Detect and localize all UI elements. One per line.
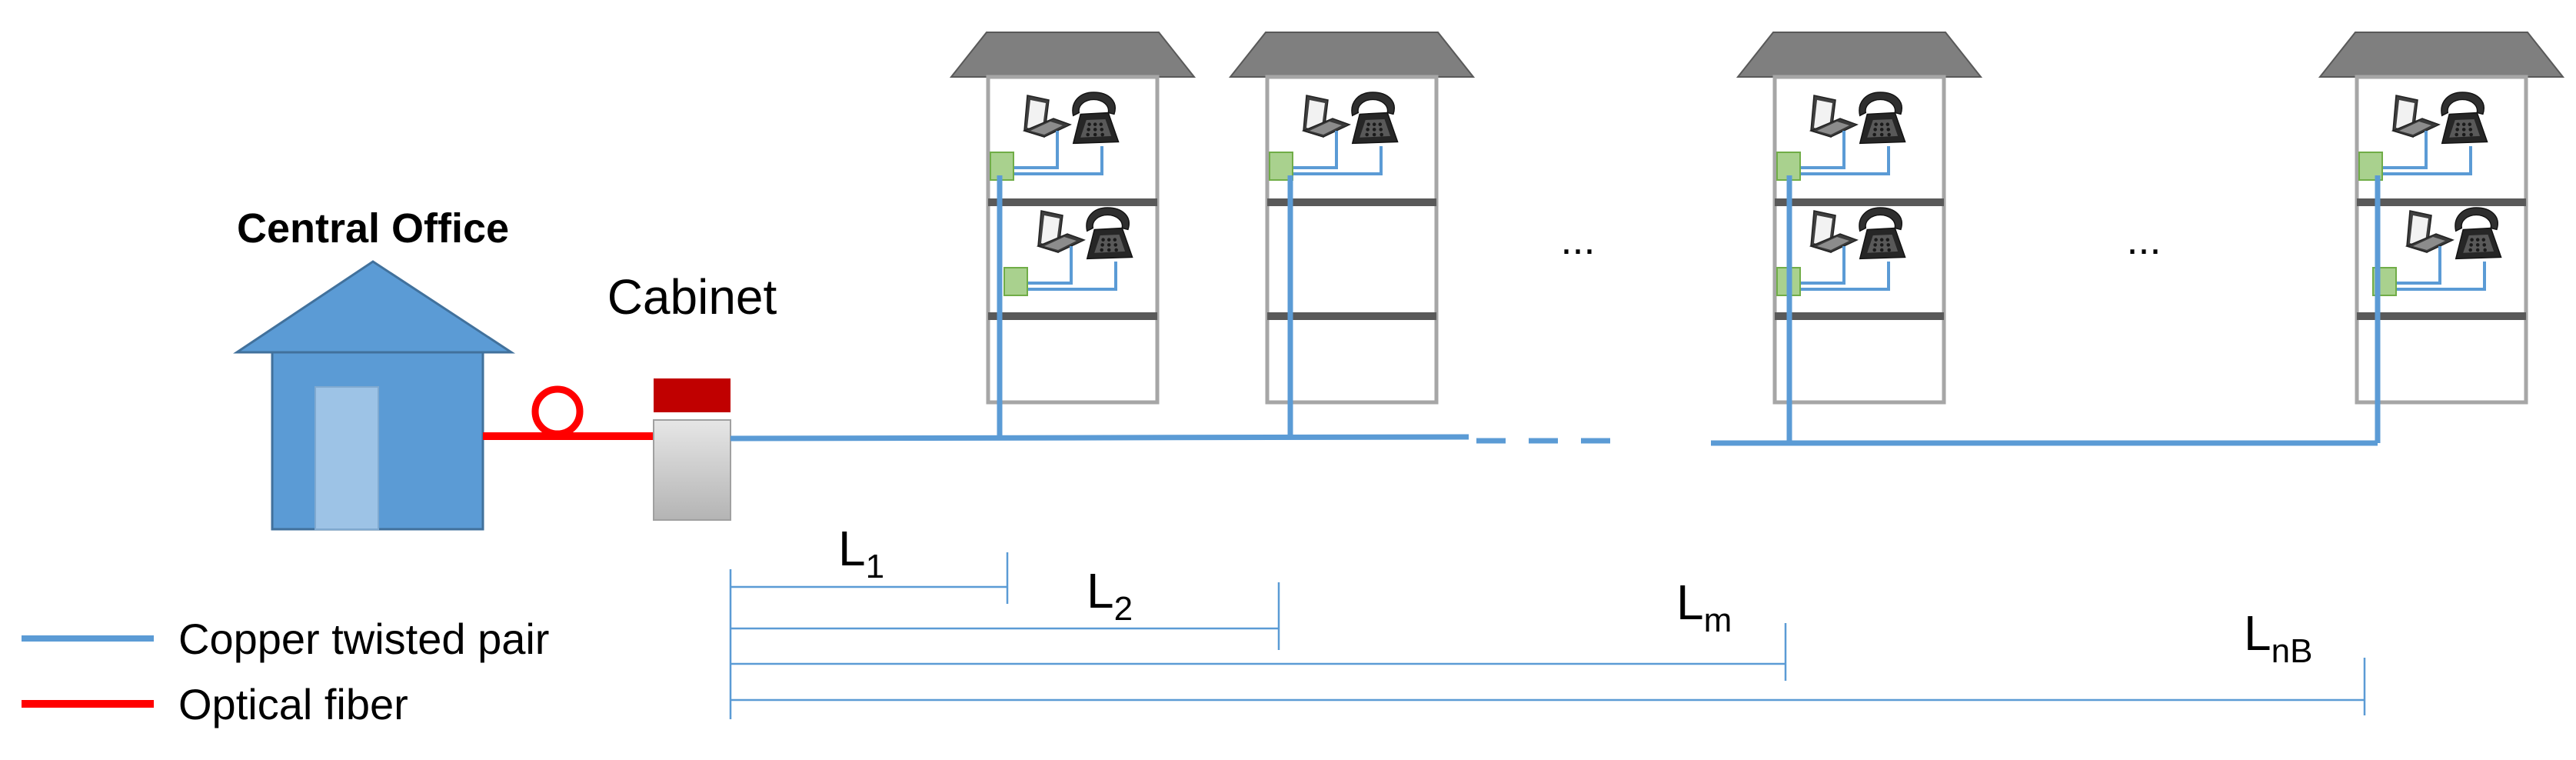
- device-cable: [2382, 131, 2428, 169]
- device-cable: [1013, 146, 1103, 175]
- device-cable: [1027, 262, 1117, 291]
- distance-markers: [729, 552, 2366, 719]
- building-outline: [1265, 75, 1439, 405]
- building-2: [1228, 32, 1476, 438]
- distance-label-l1: L1: [838, 521, 884, 585]
- device-cable: [1800, 146, 1890, 175]
- device-cable: [1293, 146, 1383, 175]
- distance-label-lm: Lm: [1676, 575, 1732, 639]
- device-cable: [1800, 131, 1845, 169]
- device-cable: [1027, 246, 1073, 285]
- device-cable: [2396, 246, 2441, 285]
- device-cable: [1800, 246, 1845, 285]
- building-3: [1736, 32, 1983, 443]
- central-office-roof: [233, 260, 516, 354]
- floor-slab: [988, 198, 1157, 206]
- floor-slab: [1267, 198, 1436, 206]
- central-office-label: Central Office: [237, 205, 509, 252]
- cabinet: Cabinet: [607, 269, 777, 521]
- cabinet-label: Cabinet: [607, 269, 777, 325]
- building-4: [2318, 32, 2565, 443]
- copper-bus: [730, 434, 2378, 446]
- building-roof: [949, 32, 1196, 78]
- distance-label-lnb: LnB: [2244, 605, 2312, 670]
- building-roof: [1736, 32, 1983, 78]
- central-office: Central Office: [233, 205, 516, 531]
- device-cable: [1800, 262, 1890, 291]
- distance-label-l2: L2: [1087, 563, 1133, 628]
- building-outline: [1772, 75, 1946, 405]
- floor-slab: [1775, 198, 1944, 206]
- fiber-link: [483, 385, 654, 440]
- central-office-door: [315, 386, 379, 530]
- floor-slab: [1775, 312, 1944, 320]
- device-cable: [2382, 146, 2472, 175]
- floor-slab: [2357, 312, 2526, 320]
- legend-copper-label: Copper twisted pair: [178, 615, 549, 663]
- distance-labels: L1 L2 Lm LnB: [838, 521, 2312, 670]
- building-roof: [1228, 32, 1476, 78]
- fiber-coil-icon: [531, 385, 584, 438]
- building-roof: [2318, 32, 2565, 78]
- buildings: [949, 32, 2565, 443]
- floor-slab: [1267, 312, 1436, 320]
- legend-fiber-label: Optical fiber: [178, 680, 408, 728]
- cabinet-top: [654, 378, 731, 412]
- device-cable: [1013, 131, 1059, 169]
- device-cable: [2396, 262, 2486, 291]
- building-1: [949, 32, 1196, 438]
- floor-slab: [988, 312, 1157, 320]
- cabinet-body: [653, 419, 731, 521]
- legend: Copper twisted pair Optical fiber: [22, 615, 549, 728]
- floor-slab: [2357, 198, 2526, 206]
- device-cable: [1293, 131, 1338, 169]
- modem-icon: [1003, 267, 1028, 296]
- ellipsis-2: ...: [2126, 217, 2161, 263]
- ellipsis-1: ...: [1560, 217, 1595, 263]
